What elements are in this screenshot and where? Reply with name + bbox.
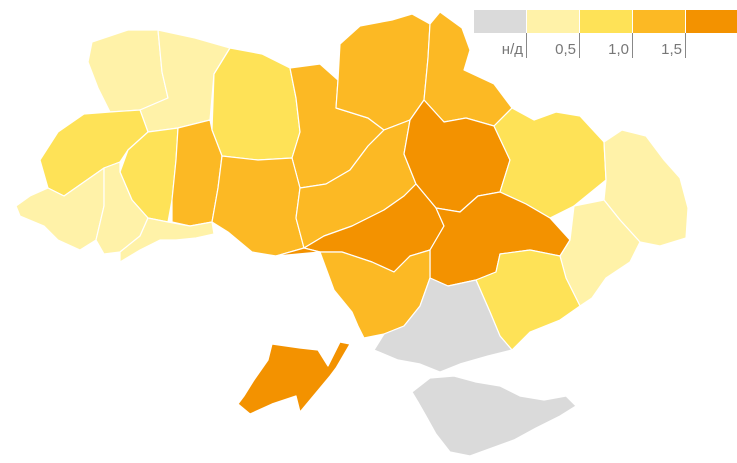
legend-swatch-level1 [527, 10, 579, 33]
legend-label-1-0: 1,0 [608, 41, 629, 58]
legend-label-nodata: н/д [501, 41, 523, 58]
region-volyn[interactable] [87, 29, 169, 113]
legend-tick [579, 33, 580, 58]
legend-label-1-5: 1,5 [661, 41, 682, 58]
region-kherson[interactable] [373, 277, 513, 373]
legend-tick [526, 33, 527, 58]
region-zhytomyr[interactable] [211, 47, 301, 161]
legend: н/д 0,5 1,0 1,5 [474, 10, 737, 62]
region-vinnytsia[interactable] [211, 155, 305, 257]
legend-tick [685, 33, 686, 58]
legend-swatch-level4 [686, 10, 737, 33]
region-chernivtsi[interactable] [119, 217, 215, 263]
legend-swatches [474, 10, 737, 33]
legend-tick [632, 33, 633, 58]
legend-swatch-level2 [580, 10, 632, 33]
legend-swatch-level3 [633, 10, 685, 33]
region-crimea[interactable] [411, 375, 577, 457]
region-zakarpattia[interactable] [15, 167, 105, 251]
legend-label-0-5: 0,5 [555, 41, 576, 58]
legend-swatch-nodata [474, 10, 526, 33]
